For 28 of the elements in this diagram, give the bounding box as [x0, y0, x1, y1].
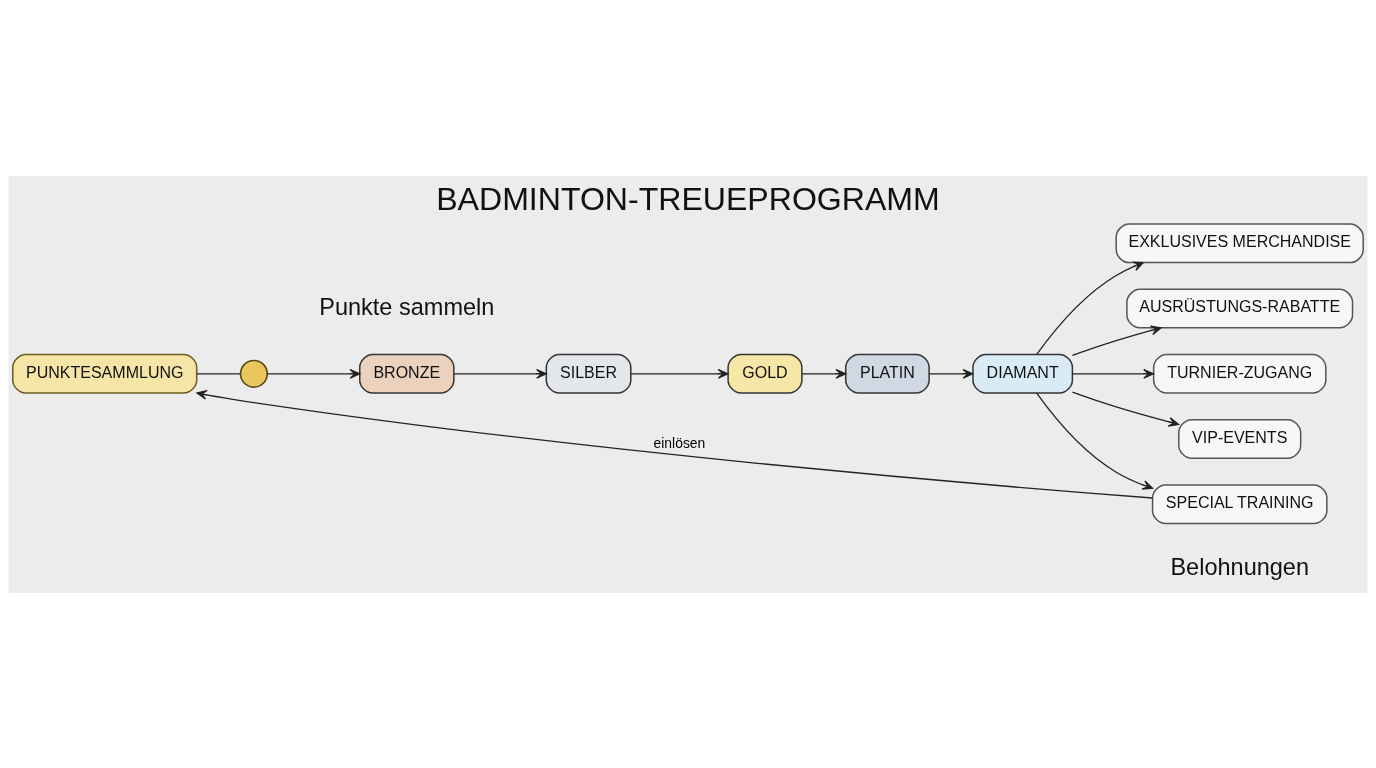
node-box: DIAMANT [972, 353, 1074, 394]
arrow [266, 368, 361, 379]
node-box: TURNIER-ZUGANG [1152, 353, 1327, 394]
arrow [630, 368, 729, 379]
arrow [453, 368, 547, 379]
node-box: SILBER [545, 353, 632, 394]
arrow [928, 368, 974, 379]
arrow [1071, 368, 1154, 379]
node-box: PLATIN [844, 353, 930, 394]
node-box: GOLD [727, 353, 803, 394]
arrow [801, 368, 847, 379]
label: Belohnungen [1170, 553, 1310, 580]
node-box: PUNKTESAMMLUNG [12, 353, 198, 394]
label: Punkte sammeln [319, 293, 495, 320]
node-box: AUSRÜSTUNGS-RABATTE [1126, 288, 1354, 329]
arrow [1036, 261, 1144, 355]
node-box: BRONZE [359, 353, 455, 394]
arrow [1071, 391, 1180, 427]
node-box: SPECIAL TRAINING [1151, 483, 1328, 524]
arrow [1036, 392, 1154, 490]
edge-label: einlösen [653, 434, 706, 451]
diagram-title: BADMINTON-TREUEPROGRAMM [436, 180, 940, 217]
connector [196, 372, 241, 374]
node-box: EXKLUSIVES MERCHANDISE [1115, 222, 1364, 263]
arrow [1071, 325, 1162, 356]
arrow [196, 389, 1154, 499]
node-box: VIP-EVENTS [1178, 418, 1302, 459]
node-circle [239, 359, 269, 388]
